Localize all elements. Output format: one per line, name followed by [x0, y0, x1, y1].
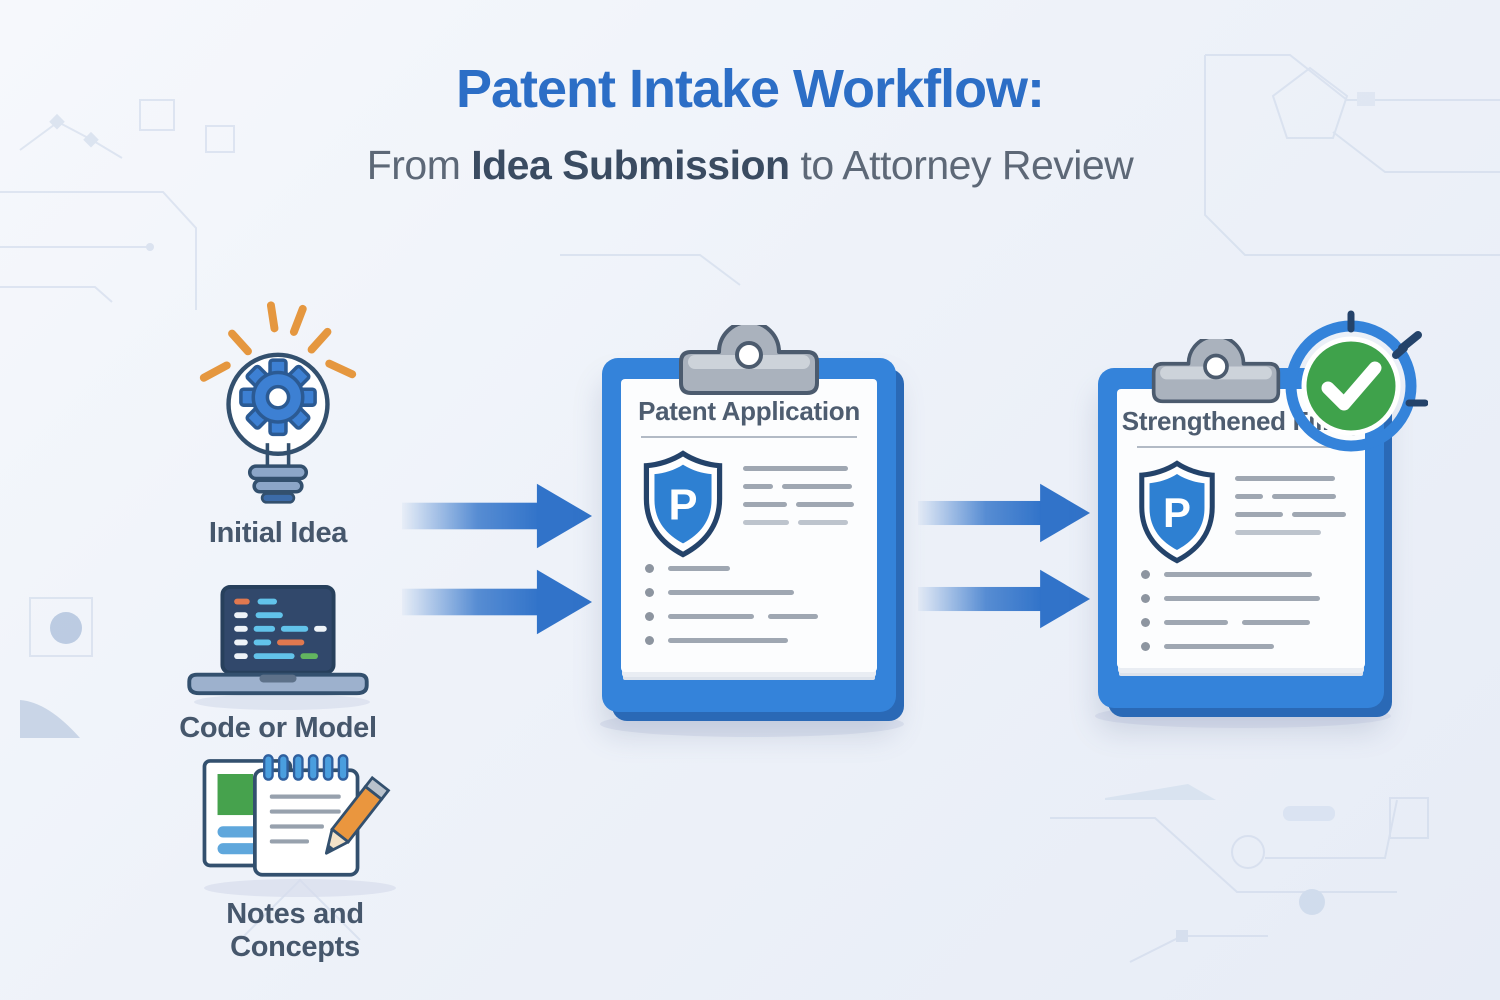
bullet-dot — [645, 612, 654, 621]
patent-shield-icon: P — [1139, 460, 1215, 564]
bullet-dot — [645, 636, 654, 645]
lightbulb-gear-icon — [199, 301, 357, 504]
flow-arrow-icon — [402, 483, 592, 549]
bullet-item — [645, 564, 877, 573]
pencil-icon — [324, 775, 391, 855]
notepad-pencil-icon — [202, 754, 391, 877]
bullet-dot — [645, 564, 654, 573]
source-initial-idea: Initial Idea — [178, 293, 378, 550]
shield-letter: P — [1163, 489, 1191, 536]
spiral-rings — [263, 754, 349, 781]
bullet-list — [621, 558, 877, 645]
bullet-dot — [1141, 594, 1150, 603]
page-title: Patent Intake Workflow: — [455, 59, 1045, 119]
subtitle-emphasis: Idea Submission — [471, 142, 790, 188]
bullet-item — [1141, 642, 1365, 651]
title-rule — [1136, 446, 1346, 448]
shield-letter: P — [668, 482, 697, 530]
source-notes-and-concepts: Notes and Concepts — [180, 746, 410, 964]
title-rule — [641, 436, 857, 438]
source-label-notes-and-concepts: Notes and Concepts — [226, 898, 364, 963]
doc-placeholder-lines — [743, 466, 861, 538]
clipboard-clip-icon — [1151, 339, 1281, 404]
gear-icon — [239, 358, 317, 437]
bullet-item — [1141, 570, 1365, 579]
patent-shield-icon: P — [643, 450, 723, 558]
flow-arrow-icon — [918, 483, 1090, 543]
source-label-code-or-model: Code or Model — [179, 712, 377, 744]
clipboard-clip-icon — [679, 325, 819, 395]
flow-arrow-icon — [402, 569, 592, 635]
bullet-item — [645, 612, 877, 621]
flow-arrow-icon — [918, 569, 1090, 629]
stage-patent-application: Patent Application P — [602, 325, 896, 712]
bullet-dot — [1141, 642, 1150, 651]
bullet-dot — [1141, 618, 1150, 627]
stage-title: Patent Application — [638, 396, 860, 426]
subtitle-suffix: to Attorney Review — [789, 142, 1134, 188]
stage-strengthened-filing: Strengthened Filing P — [1098, 310, 1428, 708]
bullet-item — [645, 588, 877, 597]
bullet-dot — [645, 588, 654, 597]
bullet-item — [1141, 594, 1365, 603]
idea-rays-icon — [199, 301, 357, 382]
source-code-or-model: Code or Model — [178, 583, 378, 745]
bullet-item — [1141, 618, 1365, 627]
badge-tick-marks — [1347, 310, 1428, 407]
paper: Patent Application P — [621, 379, 877, 672]
subtitle-prefix: From — [366, 142, 472, 188]
source-label-initial-idea: Initial Idea — [208, 517, 348, 549]
note-lines — [269, 794, 341, 844]
bullet-list — [1117, 564, 1365, 651]
header: Patent Intake Workflow: From Idea Submis… — [0, 58, 1500, 189]
bullet-dot — [1141, 570, 1150, 579]
doc-placeholder-lines — [1235, 476, 1349, 548]
page-subtitle: From Idea Submission to Attorney Review — [0, 142, 1500, 189]
approved-check-badge-icon — [1285, 310, 1428, 452]
laptop-code-icon — [187, 584, 369, 696]
bullet-item — [645, 636, 877, 645]
code-lines — [234, 598, 327, 660]
